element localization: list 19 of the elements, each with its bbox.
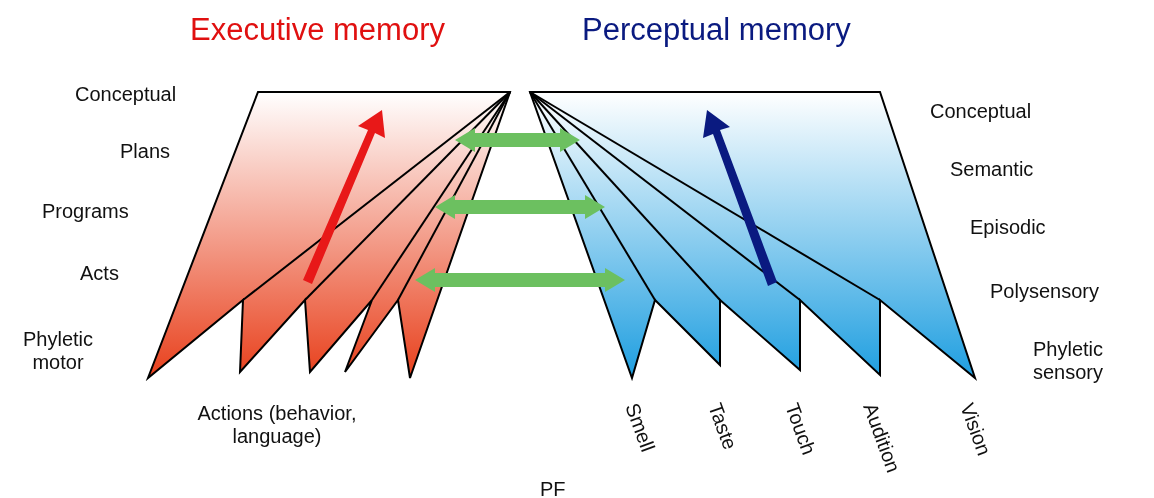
level-label: Semantic	[950, 158, 1034, 181]
sense-label: Audition	[858, 400, 905, 476]
level-label: Programs	[42, 200, 129, 223]
level-label: Conceptual	[75, 83, 177, 106]
memory-heading: Executive memory	[190, 12, 445, 48]
level-label: Phyletic motor	[22, 328, 94, 374]
sense-label: Taste	[703, 400, 742, 453]
level-label: Conceptual	[930, 100, 1032, 123]
level-label: Episodic	[970, 216, 1046, 239]
sense-label: Vision	[955, 400, 996, 459]
level-label: Phyletic sensory	[1032, 338, 1104, 384]
region-label: PF	[540, 478, 566, 498]
output-label: Actions (behavior, language)	[196, 402, 358, 448]
sense-label: Touch	[780, 400, 821, 458]
level-label: Acts	[80, 262, 119, 285]
level-label: Plans	[120, 140, 171, 163]
memory-heading: Perceptual memory	[582, 12, 851, 48]
level-label: Polysensory	[990, 280, 1099, 303]
sense-label: Smell	[620, 400, 660, 455]
